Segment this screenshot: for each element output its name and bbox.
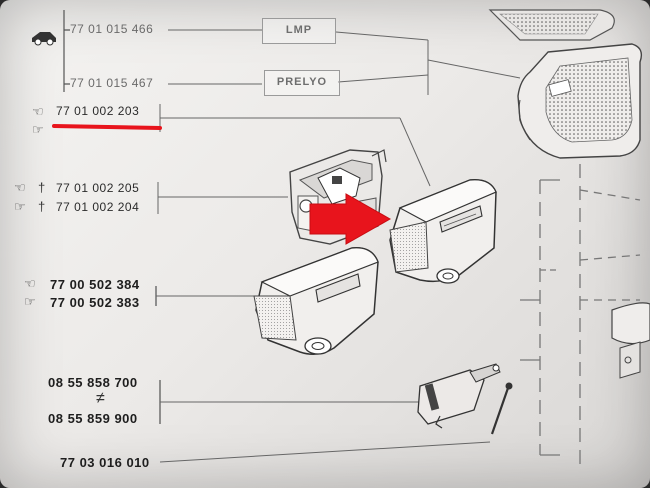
part-number: 77 00 502 383 [50,295,140,310]
replacement-switch-new [389,179,497,284]
roof-lamp-housing [517,43,643,159]
fixing-screw [490,382,513,435]
car-icon [32,32,56,46]
cross-icon: † [38,199,46,214]
replacement-arrow [309,193,392,245]
leader-line [335,31,429,41]
switch-variant-lower [253,247,379,355]
part-number: 08 55 858 700 [48,375,138,390]
hand-left-icon: ☞ [32,122,44,137]
part-number: 77 01 015 466 [70,22,154,36]
part-number: 77 01 015 467 [70,76,154,90]
dashed-line [579,189,641,201]
leader-line [427,59,521,79]
not-equal-icon: ≠ [96,390,105,407]
door-contact-switch [417,363,501,429]
part-number: 77 03 016 010 [60,455,150,470]
roof-lamp-lens-top [488,9,615,41]
label-box-prelyo: PRELYO [264,70,340,96]
hand-right-icon: ☜ [24,276,36,291]
right-edge-part [611,302,650,379]
highlight-underline [52,124,162,130]
part-number: 77 01 002 205 [56,181,140,195]
hand-right-icon: ☜ [14,180,26,195]
cross-icon: † [38,180,46,195]
hand-left-icon: ☞ [24,294,36,309]
part-number: 77 01 002 204 [56,200,140,214]
hand-left-icon: ☞ [14,199,26,214]
part-number-highlighted: 77 01 002 203 [56,104,140,118]
hand-right-icon: ☜ [32,104,44,119]
part-number: 77 00 502 384 [50,277,140,292]
label-box-lmp: LMP [262,18,336,44]
dashed-line [579,254,641,261]
leader-line [337,74,429,83]
part-number: 08 55 859 900 [48,411,138,426]
